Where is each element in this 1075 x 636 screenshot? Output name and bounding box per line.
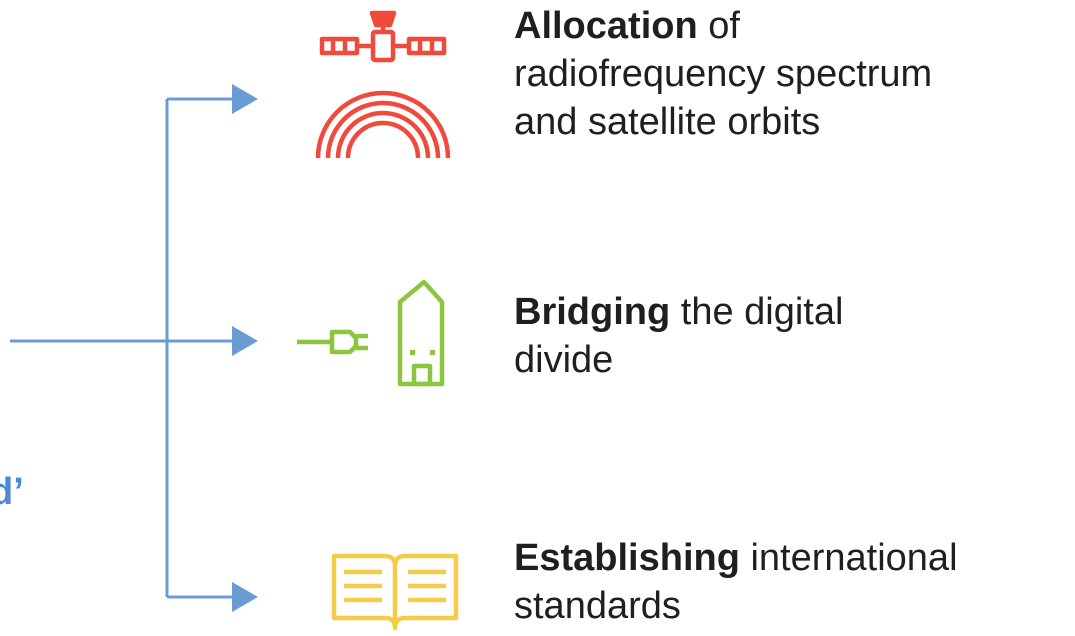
item-bridging-rest: the digital (670, 291, 844, 333)
arrowhead-bottom (232, 582, 258, 612)
item-establishing-bold: Establishing (514, 537, 740, 579)
arrowhead-top (232, 84, 258, 114)
item-establishing-line2: standards (514, 585, 681, 627)
item-allocation-line1: Allocation of (514, 2, 932, 50)
item-allocation-bold: Allocation (514, 5, 698, 47)
item-establishing-rest: international (739, 537, 958, 579)
open-book-icon (331, 553, 459, 631)
item-allocation-line2: radiofrequency spectrum (514, 53, 933, 95)
item-bridging-text: Bridging the digital divide (514, 288, 843, 384)
item-bridging-line2: divide (514, 339, 614, 381)
arrowhead-middle (232, 326, 258, 356)
item-establishing-text: Establishing international standards (514, 534, 958, 630)
satellite-icon (315, 10, 451, 159)
item-bridging-line1: Bridging the digital (514, 288, 843, 336)
plug-house-icon (297, 279, 445, 387)
item-allocation-text: Allocation of radiofrequency spectrum an… (514, 2, 932, 146)
clipped-label: d’ (0, 471, 24, 513)
item-bridging-bold: Bridging (514, 291, 671, 333)
item-allocation-line3: and satellite orbits (514, 101, 821, 143)
item-allocation-rest: of (697, 5, 740, 47)
item-establishing-line1: Establishing international (514, 534, 958, 582)
